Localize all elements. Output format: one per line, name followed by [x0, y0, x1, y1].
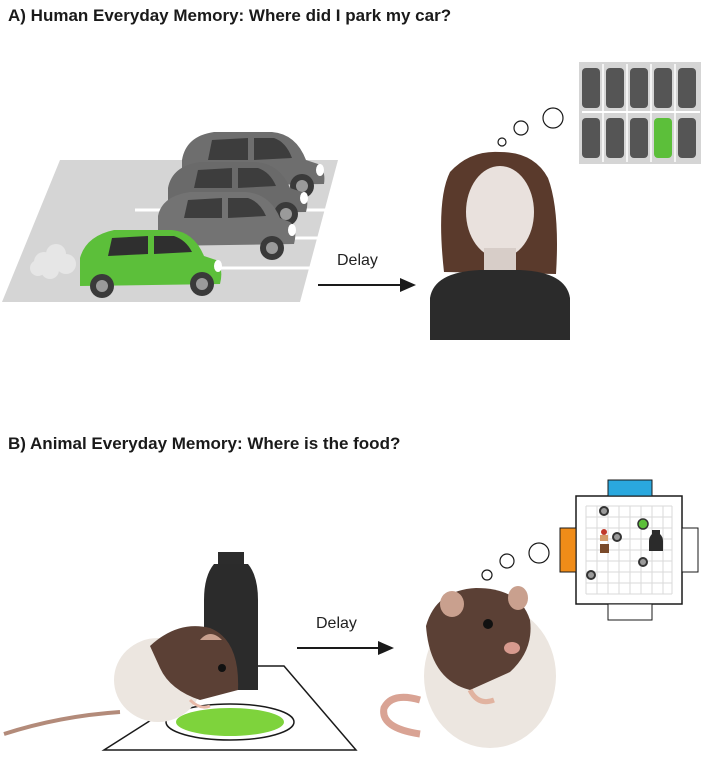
green-car-icon [80, 230, 222, 298]
green-car-top-view [654, 118, 672, 158]
start-box-top [607, 479, 653, 497]
panel-a-title: A) Human Everyday Memory: Where did I pa… [8, 6, 452, 25]
exhaust-cloud-icon [30, 244, 76, 279]
remembered-arena-map [559, 479, 699, 621]
rat-sitting-figure [380, 586, 556, 748]
woman-figure [430, 151, 570, 340]
delay-arrow [297, 641, 394, 655]
sandwell-icon [586, 506, 648, 580]
panel-a-delay-label: Delay [337, 252, 378, 269]
thought-bubble-icon [497, 107, 564, 147]
thought-bubble-icon [481, 542, 550, 581]
rat-eating-figure [3, 626, 239, 736]
panel-b-title: B) Animal Everyday Memory: Where is the … [8, 434, 401, 453]
remembered-parking-lot [579, 62, 701, 164]
start-box-right [681, 527, 699, 573]
start-box-bottom [607, 603, 653, 621]
landmark-icon [600, 529, 663, 553]
panel-b-delay-label: Delay [316, 615, 357, 632]
rewarded-sandwell-icon [637, 518, 649, 530]
start-box-left [559, 527, 577, 573]
food-scene [3, 552, 358, 751]
parking-lot-scene [2, 132, 338, 302]
delay-arrow [318, 278, 416, 292]
